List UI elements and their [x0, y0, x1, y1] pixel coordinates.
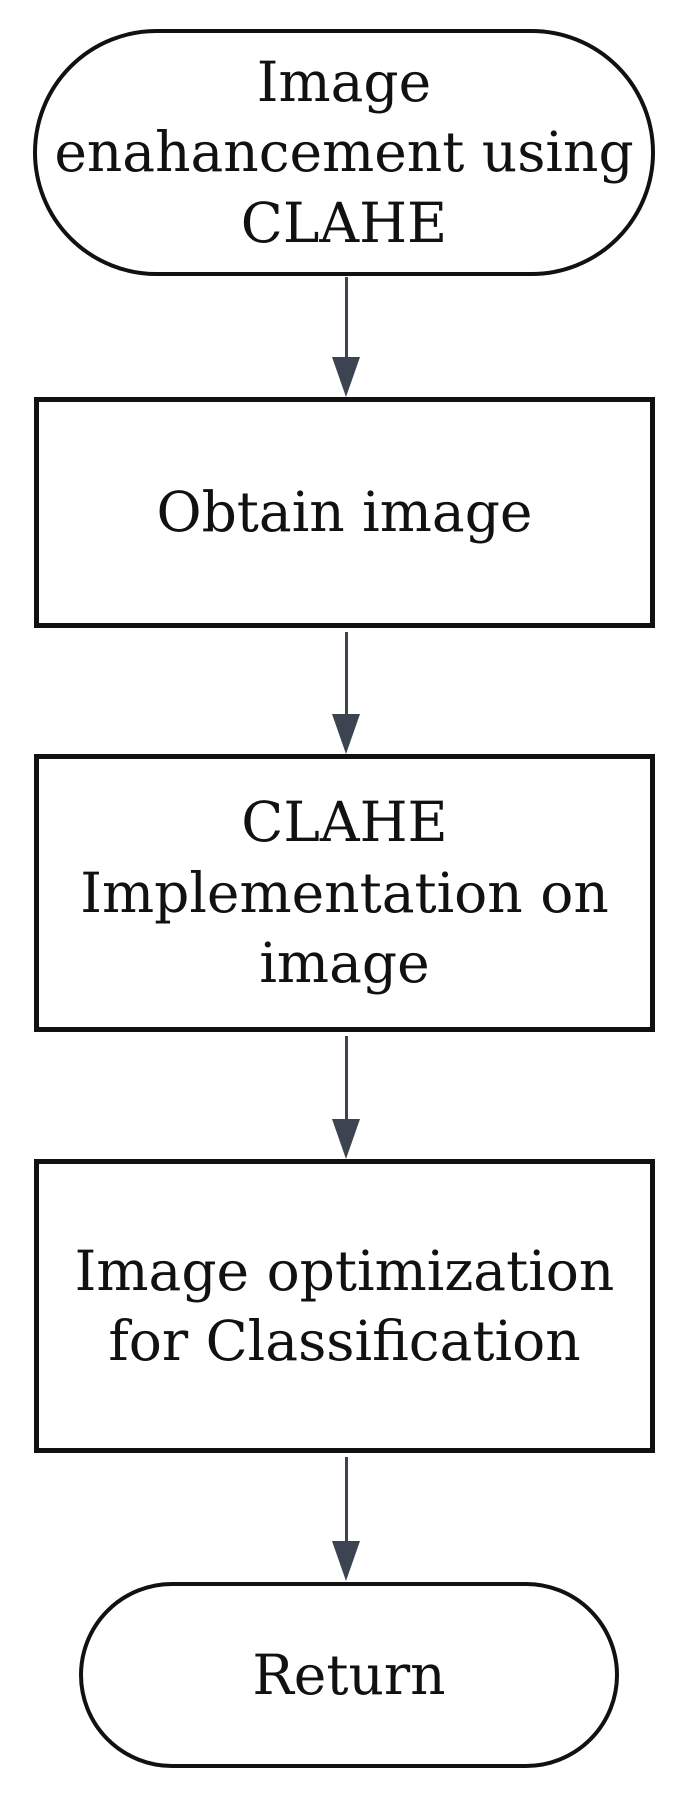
arrow-line: [344, 1036, 348, 1119]
flow-arrow-1: [331, 277, 361, 397]
arrow-down-icon: [332, 1119, 360, 1159]
process-image-optimization-label: Image optimization for Classification: [74, 1238, 615, 1373]
process-obtain-image-label: Obtain image: [156, 480, 533, 545]
terminator-start-label: Image enahancement using CLAHE: [54, 49, 634, 255]
terminator-start: Image enahancement using CLAHE: [33, 29, 655, 276]
arrow-line: [344, 632, 348, 714]
process-clahe-implementation: CLAHE Implementation on image: [34, 754, 655, 1032]
process-clahe-implementation-label: CLAHE Implementation on image: [80, 790, 609, 996]
terminator-return-label: Return: [252, 1642, 446, 1707]
arrow-down-icon: [332, 357, 360, 397]
flow-arrow-4: [331, 1457, 361, 1581]
flow-arrow-2: [331, 632, 361, 754]
arrow-line: [344, 1457, 348, 1541]
arrow-down-icon: [332, 1541, 360, 1581]
process-image-optimization: Image optimization for Classification: [34, 1159, 655, 1453]
process-obtain-image: Obtain image: [34, 397, 655, 628]
flow-arrow-3: [331, 1036, 361, 1159]
arrow-down-icon: [332, 714, 360, 754]
terminator-return: Return: [79, 1582, 619, 1768]
arrow-line: [344, 277, 348, 357]
